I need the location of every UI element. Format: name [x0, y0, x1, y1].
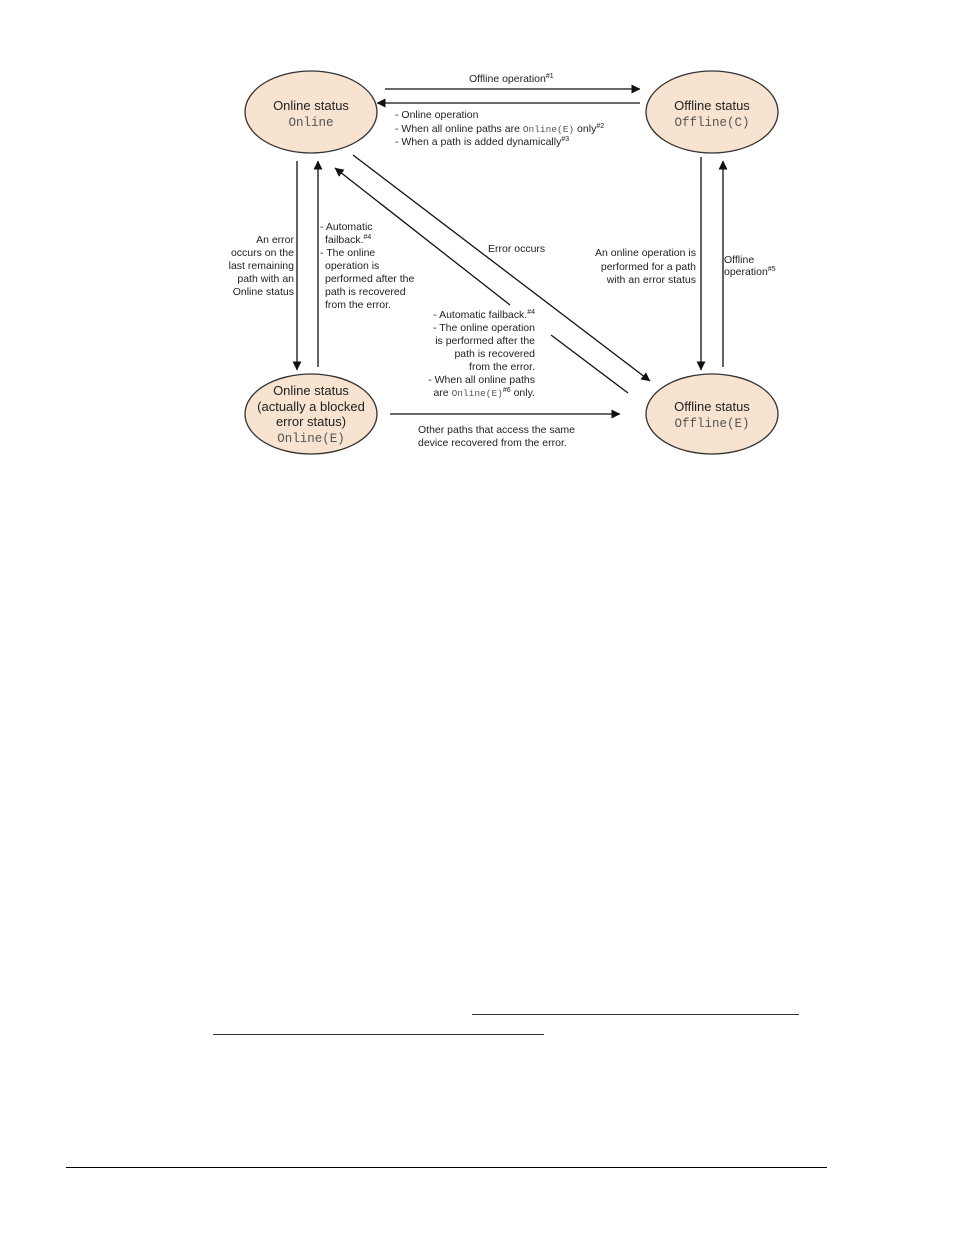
arrow-online-to-offline-e [352, 154, 651, 382]
label-online-e-to-online-line-6: path is recovered [325, 286, 406, 298]
label-offline-e-to-online-line-4: path is recovered [454, 348, 535, 360]
state-offline-e: Offline status Offline(E) [645, 373, 779, 455]
label-offline-c-to-offline-e-line-1: An online operation is [595, 247, 696, 259]
label-online-e-to-offline-e-line-1: Other paths that access the same [418, 424, 575, 436]
label-online-e-to-online-line-2: failback.#4 [325, 234, 371, 246]
state-online-e-title-line-1: Online status [273, 383, 349, 398]
label-online-to-online-e-line-3: last remaining [229, 260, 295, 272]
label-online-e-to-offline-e-line-2: device recovered from the error. [418, 437, 567, 449]
arrow-offline-e-to-online [334, 167, 629, 394]
state-offline-c: Offline status Offline(C) [645, 70, 779, 154]
arrow-offline-e-to-online-segment-upper [334, 167, 511, 306]
label-online-to-offline-e: Error occurs [488, 243, 545, 255]
label-offline-e-to-offline-c-line-1: Offline [724, 254, 754, 266]
state-offline-e-code: Offline(E) [674, 417, 749, 431]
state-online-e-ellipse [244, 373, 378, 455]
label-online-to-online-e: An error occurs on the last remaining pa… [229, 234, 295, 298]
state-offline-c-code: Offline(C) [674, 116, 749, 130]
state-online-e-title-line-2: (actually a blocked [257, 399, 365, 414]
state-offline-c-title: Offline status [674, 98, 750, 113]
state-offline-c-ellipse [645, 70, 779, 154]
label-offline-c-to-online-line-2: - When all online paths are Online(E) on… [395, 123, 604, 135]
label-online-e-to-online: - Automatic failback.#4 - The online ope… [320, 221, 414, 311]
label-online-to-online-e-line-2: occurs on the [231, 247, 294, 259]
label-offline-e-to-online-line-3: is performed after the [435, 335, 535, 347]
label-online-e-to-online-line-5: performed after the [325, 273, 414, 285]
state-online-e-code: Online(E) [277, 432, 345, 446]
label-offline-e-to-online-line-6: - When all online paths [428, 374, 535, 386]
label-online-to-online-e-line-1: An error [256, 234, 294, 246]
label-online-e-to-online-line-7: from the error. [325, 299, 391, 311]
label-online-e-to-online-line-3: - The online [320, 247, 375, 259]
label-online-to-online-e-line-5: Online status [233, 286, 294, 298]
label-offline-e-to-online: - Automatic failback.#4 - The online ope… [428, 309, 535, 399]
state-online-ellipse [244, 70, 378, 154]
state-online-title: Online status [273, 98, 349, 113]
label-offline-c-to-online-line-1: - Online operation [395, 109, 479, 121]
label-offline-e-to-online-line-7: are Online(E)#6 only. [433, 387, 535, 399]
state-offline-e-title: Offline status [674, 399, 750, 414]
label-online-e-to-online-line-4: operation is [325, 260, 379, 272]
state-online: Online status Online [244, 70, 378, 154]
label-offline-e-to-online-line-2: - The online operation [433, 322, 535, 334]
footer-rule [66, 1167, 827, 1168]
state-online-e: Online status (actually a blocked error … [244, 373, 378, 455]
label-online-to-offline-c: Offline operation#1 [469, 73, 554, 85]
state-offline-e-ellipse [645, 373, 779, 455]
link-underline[interactable] [472, 1014, 799, 1015]
label-online-to-online-e-line-4: path with an [237, 273, 294, 285]
label-online-e-to-online-line-1: - Automatic [320, 221, 373, 233]
state-online-e-title-line-3: error status) [276, 414, 346, 429]
label-offline-e-to-offline-c-line-2: operation#5 [724, 266, 776, 278]
label-offline-e-to-online-line-5: from the error. [469, 361, 535, 373]
label-offline-c-to-online-line-3: - When a path is added dynamically#3 [395, 136, 569, 148]
arrow-offline-e-to-online-segment-lower [550, 334, 629, 394]
label-offline-c-to-offline-e: An online operation is performed for a p… [595, 247, 696, 286]
state-online-code: Online [288, 116, 333, 130]
link-underline[interactable] [213, 1034, 544, 1035]
label-offline-c-to-offline-e-line-2: performed for a path [601, 261, 696, 273]
label-offline-e-to-online-line-1: - Automatic failback.#4 [433, 309, 535, 321]
label-offline-c-to-offline-e-line-3: with an error status [606, 274, 696, 286]
